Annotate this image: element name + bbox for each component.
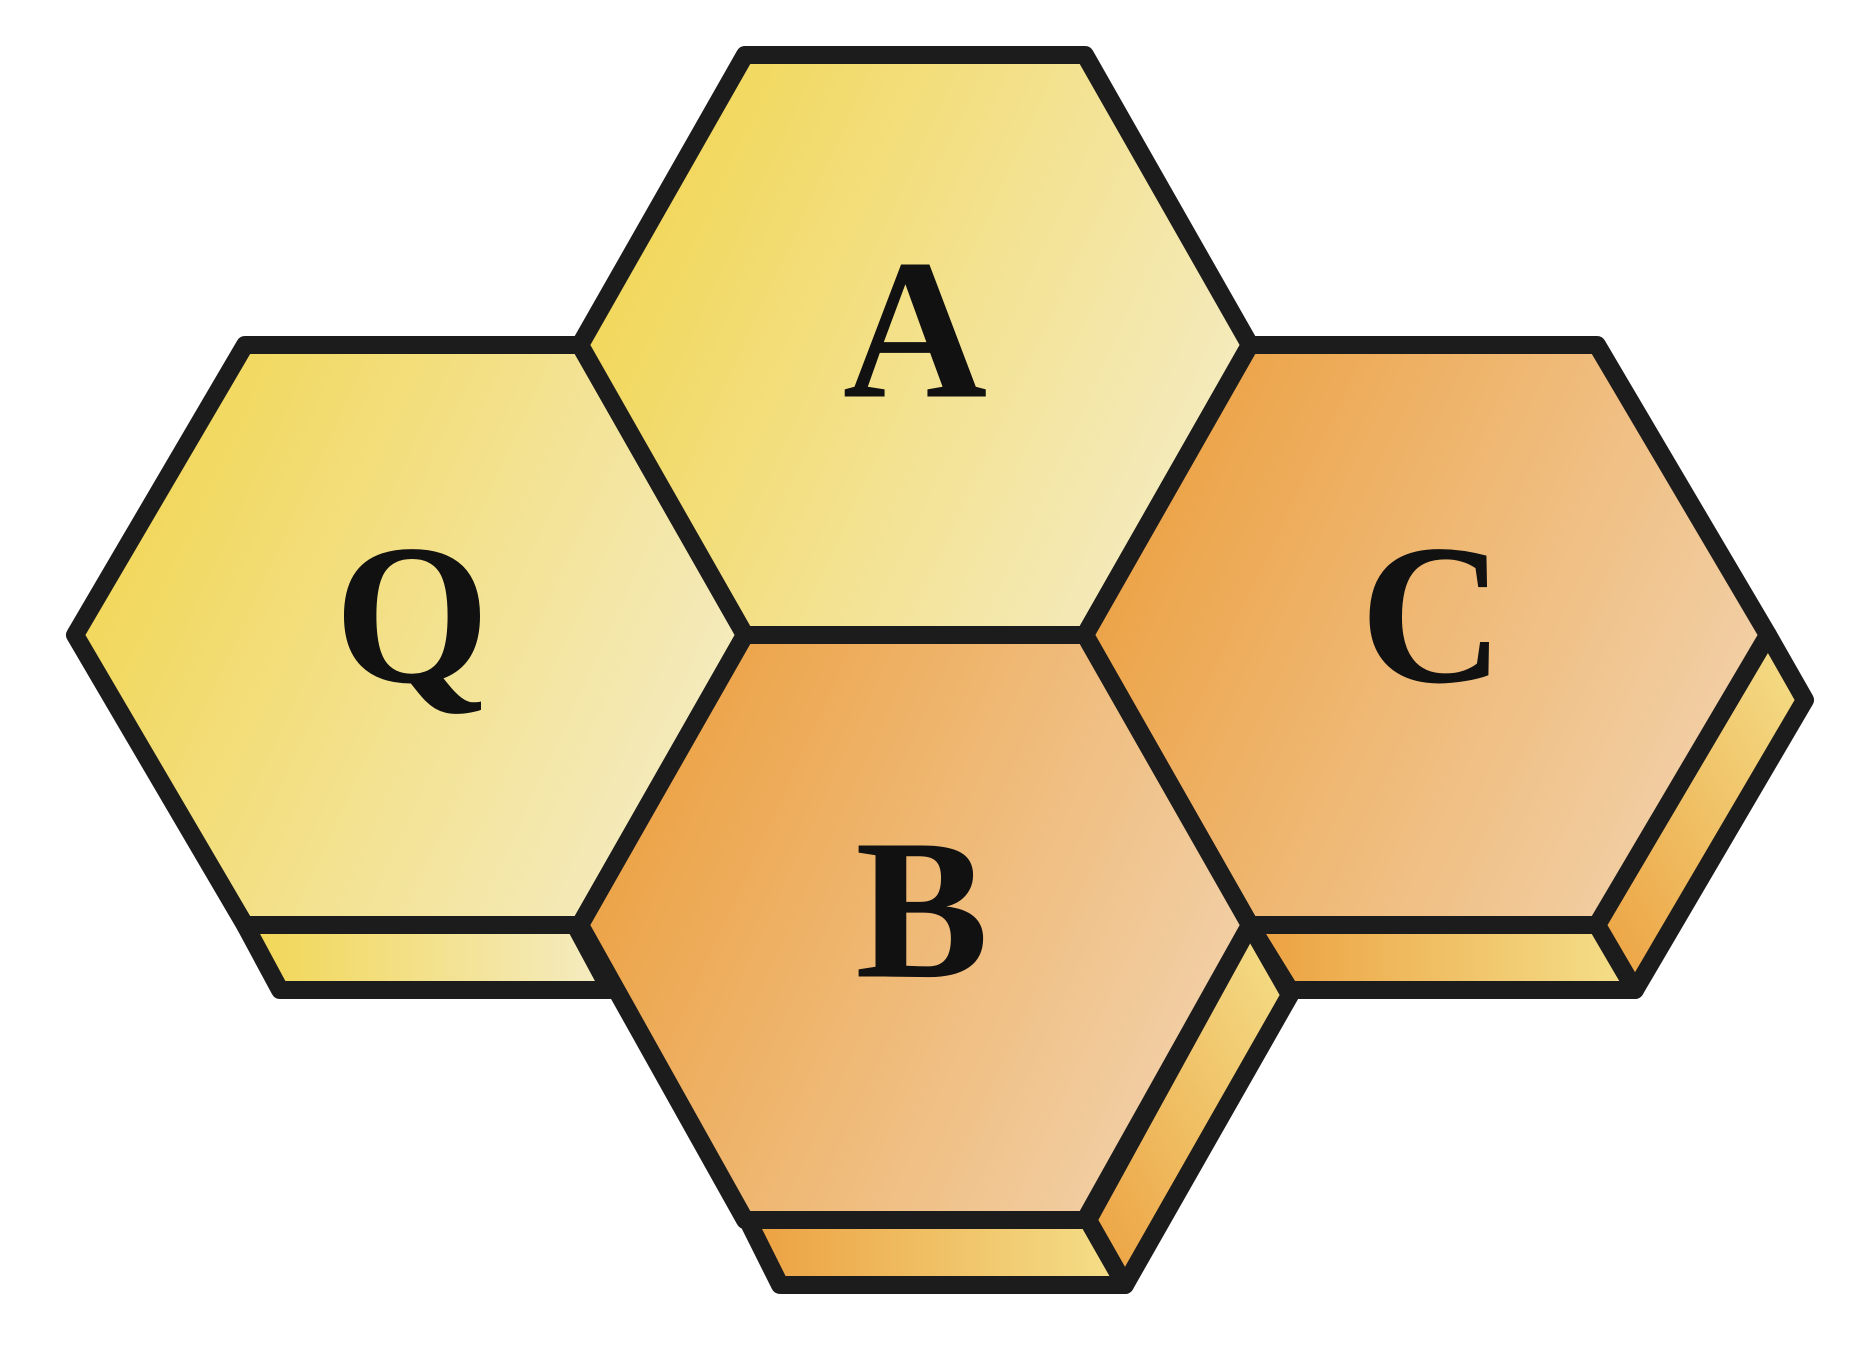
tile-b-letter: B xyxy=(855,800,988,1021)
hex-tile-b: B xyxy=(571,626,1259,1229)
tile-a-letter: A xyxy=(843,220,987,441)
hex-tile-c: C xyxy=(1076,336,1777,934)
tile-b-face xyxy=(571,626,1259,1229)
tile-q-side-bottom xyxy=(236,916,619,999)
hex-tile-q: Q xyxy=(66,336,754,934)
tile-q-letter: Q xyxy=(334,505,490,726)
tile-c-side-bottom xyxy=(1241,916,1644,999)
tile-c-letter: C xyxy=(1360,505,1504,726)
